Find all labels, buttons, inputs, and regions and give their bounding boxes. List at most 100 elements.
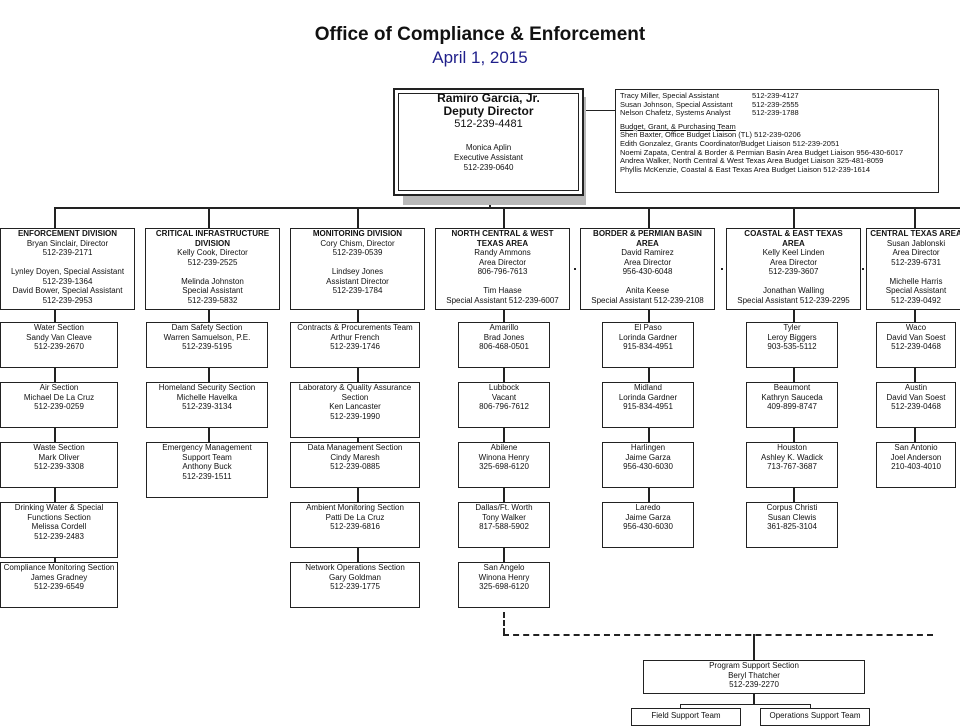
box-line: 512-239-0468 [891, 342, 941, 351]
box-line [146, 267, 279, 277]
staff-phone: 512-239-2555 [752, 99, 799, 109]
box-line: Brad Jones [483, 332, 525, 342]
program-support-connector [753, 634, 755, 660]
section-connector [914, 428, 916, 442]
box-line: Patti De La Cruz [325, 512, 385, 522]
staff-phone: 512-239-1788 [752, 108, 799, 118]
box-line: 956-430-6048 [622, 267, 673, 276]
bottom-team-drop [810, 704, 811, 710]
box-line: 512-239-1775 [330, 582, 380, 591]
division-drop-line [914, 207, 916, 228]
staff-phone: 512-239-4127 [752, 91, 799, 100]
box-line: Support Team [182, 452, 232, 462]
box-line: Midland [633, 383, 662, 392]
box-line: Area Director [623, 257, 672, 267]
box-line: Corpus Christi [766, 503, 818, 512]
box-line: Harlingen [630, 443, 666, 452]
section-connector [648, 368, 650, 382]
box-line: Network Operations Section [305, 563, 405, 572]
program-support-drop [753, 694, 755, 704]
box-line: Amarillo [489, 323, 519, 332]
section-connector [357, 368, 359, 382]
section-connector [54, 488, 56, 502]
dashed-link-line [503, 612, 505, 634]
box-line: Section [341, 392, 369, 402]
box-line: Kelly Cook, Director [177, 248, 248, 257]
box-line: Kelly Keel Linden [762, 248, 825, 257]
page-date: April 1, 2015 [432, 48, 528, 67]
box-line: James Gradney [30, 572, 88, 582]
deputy-director-box: Ramiro Garcia, Jr. Deputy Director 512-2… [393, 88, 584, 196]
box-line: Ken Lancaster [329, 402, 381, 411]
box-line: Beryl Thatcher [728, 670, 780, 680]
box-line: Gary Goldman [328, 572, 382, 582]
box-line: 512-239-0539 [332, 248, 383, 257]
box-line: 512-239-3308 [34, 462, 84, 471]
section-connector [793, 368, 795, 382]
bottom-team-drop [680, 704, 681, 710]
box-line: Special Assistant 512-239-2108 [591, 295, 704, 305]
box-line: Waco [905, 323, 927, 332]
box-line: David Van Soest [886, 392, 946, 402]
box-line: Cindy Maresh [330, 452, 380, 462]
box-line: 915-834-4951 [623, 402, 673, 411]
box-line: 512-239-1746 [330, 342, 380, 351]
box-line: 915-834-4951 [623, 342, 673, 351]
box-line: El Paso [634, 323, 662, 332]
box-line: 512-239-2670 [34, 342, 84, 351]
box-line: 512-239-2483 [34, 531, 84, 541]
box-line: Special Assistant [182, 286, 243, 295]
box-line: Ashley K. Wadick [761, 452, 823, 462]
box-line: 512-239-3134 [182, 402, 232, 411]
box-title: AREA [636, 238, 659, 248]
box-line: Emergency Management [162, 443, 252, 452]
box-line: Winona Henry [478, 572, 530, 582]
box-line: 956-430-6030 [623, 462, 673, 471]
box-line: 956-430-6030 [623, 522, 673, 531]
box-line: 512-239-1784 [332, 286, 383, 295]
section-connector [503, 548, 505, 562]
team-label: Field Support Team [651, 711, 721, 720]
box-line: Dam Safety Section [171, 323, 243, 332]
section-connector [793, 310, 795, 322]
box-line: 512-239-0259 [34, 402, 84, 411]
box-title: MONITORING DIVISION [312, 229, 403, 238]
box-line: Tony Walker [482, 512, 526, 522]
box-line: Anthony Buck [182, 462, 232, 471]
box-line: Randy Ammons [474, 248, 531, 257]
team-box: Field Support Team [631, 708, 741, 726]
box-line: 512-239-0468 [891, 402, 941, 411]
box-line: Laboratory & Quality Assurance [298, 383, 412, 392]
page-title: Office of Compliance & Enforcement [314, 24, 646, 45]
section-connector [503, 488, 505, 502]
box-line: Lorinda Gardner [618, 332, 678, 342]
section-connector [357, 488, 359, 502]
box-title: CENTRAL TEXAS AREA [870, 229, 960, 238]
box-line: San Antonio [894, 443, 938, 452]
box-line [291, 258, 424, 268]
deputy-director-inner-border [398, 93, 579, 191]
box-line: Waste Section [33, 443, 85, 452]
box-line: Melissa Cordell [31, 522, 87, 531]
box-line: 512-239-6549 [34, 582, 84, 591]
box-line: Beaumont [773, 383, 811, 392]
box-line: Lorinda Gardner [618, 392, 678, 402]
box-line: Contracts & Procurements Team [297, 323, 413, 332]
box-line [581, 277, 714, 287]
box-line: Lubbock [488, 383, 520, 392]
